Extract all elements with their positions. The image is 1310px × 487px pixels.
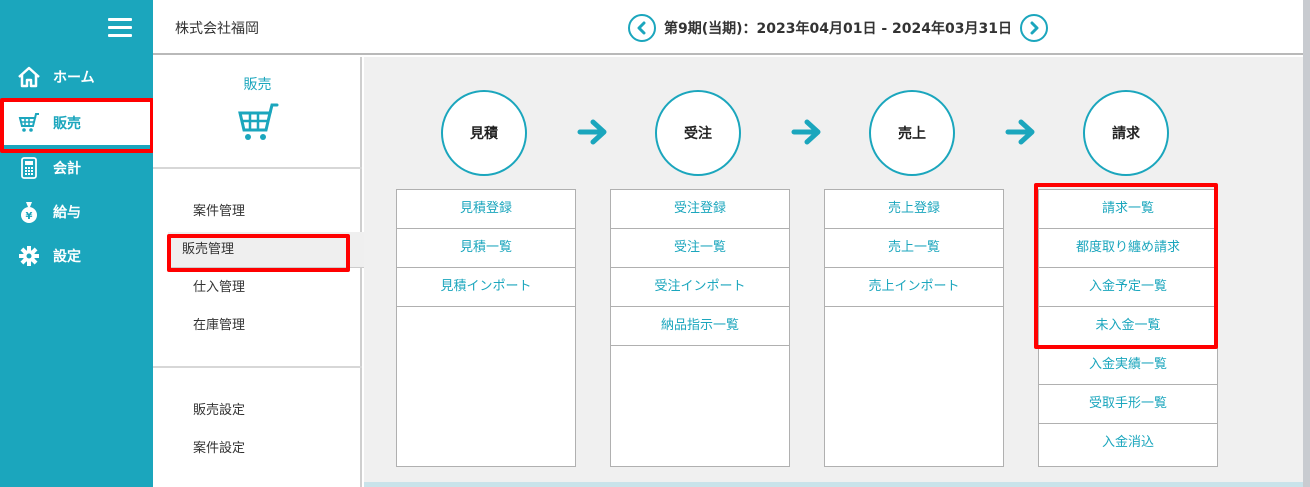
nav-item-accounting[interactable]: 会計 — [0, 148, 153, 188]
menu-icon[interactable] — [108, 18, 132, 38]
period-selector: 第9期(当期)：2023年04月01日 - 2024年03月31日 — [628, 14, 1048, 42]
payment-record-list-button[interactable]: 入金実績一覧 — [1039, 346, 1217, 385]
estimate-menu: 見積登録 見積一覧 見積インポート — [396, 189, 576, 467]
billing-menu: 請求一覧 都度取り纏め請求 入金予定一覧 未入金一覧 入金実績一覧 受取手形一覧… — [1038, 189, 1218, 467]
money-bag-icon: ¥ — [17, 200, 41, 224]
calculator-icon — [17, 156, 41, 180]
nav-label: 販売 — [53, 116, 81, 132]
sales-list-button[interactable]: 売上一覧 — [825, 229, 1003, 268]
estimate-import-button[interactable]: 見積インポート — [397, 268, 575, 307]
arrow-right-icon — [1005, 119, 1035, 145]
unpaid-list-button[interactable]: 未入金一覧 — [1039, 307, 1217, 346]
stage-estimate: 見積 — [441, 90, 527, 176]
estimate-list-button[interactable]: 見積一覧 — [397, 229, 575, 268]
svg-text:¥: ¥ — [26, 211, 33, 222]
main-content: 見積 受注 売上 請求 見積登録 見積一覧 見積インポート 受注登録 受注一覧 … — [364, 57, 1303, 487]
submenu-title: 販売 — [243, 77, 272, 93]
submenu-item-sales-management[interactable]: 販売管理 — [168, 232, 379, 268]
cart-icon — [17, 111, 41, 135]
next-period-button[interactable] — [1019, 14, 1048, 42]
payment-schedule-list-button[interactable]: 入金予定一覧 — [1039, 268, 1217, 307]
arrow-right-icon — [791, 119, 821, 145]
nav-item-home[interactable]: ホーム — [0, 57, 153, 97]
nav-label: 給与 — [53, 205, 81, 221]
submenu-panel: 販売 案件管理 販売管理 仕入管理 在庫管理 販売設定 案件設定 — [153, 57, 379, 487]
header: 株式会社福岡 第9期(当期)：2023年04月01日 - 2024年03月31日 — [153, 0, 1303, 55]
cart-icon — [237, 101, 279, 143]
chevron-right-icon — [1030, 21, 1039, 35]
vertical-scrollbar[interactable] — [1303, 0, 1310, 487]
sales-register-button[interactable]: 売上登録 — [825, 190, 1003, 229]
submenu-item-projects[interactable]: 案件管理 — [193, 204, 246, 219]
period-label: 第9期(当期)：2023年04月01日 - 2024年03月31日 — [664, 21, 1012, 37]
company-name: 株式会社福岡 — [175, 21, 259, 37]
left-nav: ホーム 販売 会計 ¥ 給与 設定 — [0, 0, 153, 487]
chevron-left-icon — [637, 21, 646, 35]
divider — [153, 167, 362, 169]
payment-reconciliation-button[interactable]: 入金消込 — [1039, 424, 1217, 463]
order-register-button[interactable]: 受注登録 — [611, 190, 789, 229]
nav-item-settings[interactable]: 設定 — [0, 236, 153, 276]
submenu-item-inventory[interactable]: 在庫管理 — [193, 318, 246, 333]
estimate-register-button[interactable]: 見積登録 — [397, 190, 575, 229]
submenu-item-project-settings[interactable]: 案件設定 — [193, 441, 246, 456]
bottom-bar — [364, 482, 1303, 487]
gear-icon — [17, 244, 41, 268]
nav-label: 会計 — [53, 161, 81, 177]
nav-label: ホーム — [53, 70, 95, 86]
divider — [153, 366, 362, 368]
order-list-button[interactable]: 受注一覧 — [611, 229, 789, 268]
sales-menu: 売上登録 売上一覧 売上インポート — [824, 189, 1004, 467]
arrow-right-icon — [577, 119, 607, 145]
order-menu: 受注登録 受注一覧 受注インポート 納品指示一覧 — [610, 189, 790, 467]
prev-period-button[interactable] — [628, 14, 656, 42]
nav-item-payroll[interactable]: ¥ 給与 — [0, 192, 153, 232]
nav-label: 設定 — [53, 249, 81, 265]
nav-item-sales[interactable]: 販売 — [0, 101, 153, 148]
delivery-instruction-list-button[interactable]: 納品指示一覧 — [611, 307, 789, 346]
bills-received-list-button[interactable]: 受取手形一覧 — [1039, 385, 1217, 424]
submenu-item-sales-settings[interactable]: 販売設定 — [193, 403, 246, 418]
consolidated-invoice-button[interactable]: 都度取り纏め請求 — [1039, 229, 1217, 268]
sales-import-button[interactable]: 売上インポート — [825, 268, 1003, 307]
order-import-button[interactable]: 受注インポート — [611, 268, 789, 307]
stage-order: 受注 — [655, 90, 741, 176]
invoice-list-button[interactable]: 請求一覧 — [1039, 190, 1217, 229]
stage-billing: 請求 — [1083, 90, 1169, 176]
stage-sales: 売上 — [869, 90, 955, 176]
submenu-item-purchasing[interactable]: 仕入管理 — [193, 280, 246, 295]
home-icon — [17, 65, 41, 89]
